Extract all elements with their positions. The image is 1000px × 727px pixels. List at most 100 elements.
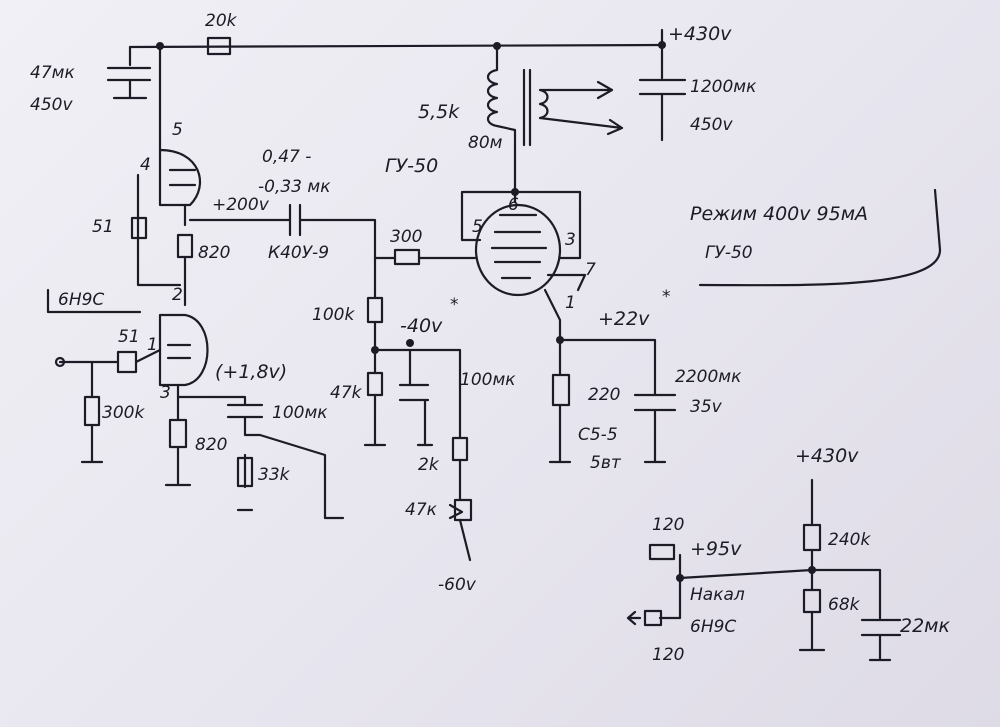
label-heater2: 6Н9С: [690, 617, 736, 637]
resistor-20k: [206, 36, 232, 56]
label-v95: +95v: [690, 538, 742, 560]
pot-wiper: [448, 503, 464, 520]
capacitor-100uf-bias: [398, 348, 434, 447]
label-cap-100mk-a: 100мк: [460, 370, 516, 390]
tube2-cathode-wire: [543, 288, 562, 377]
heater-output: [626, 576, 682, 626]
label-cap-type2: С5-5: [578, 425, 618, 445]
tube2-electrodes: [490, 213, 548, 280]
coupling-capacitor: [188, 203, 377, 260]
label-trans-r: 5,5k: [418, 101, 460, 123]
label-r220: 220: [588, 385, 620, 405]
label-tube2-pin6: 6: [508, 195, 519, 215]
junction-dot: [556, 336, 564, 344]
wire: [458, 458, 472, 562]
label-v-neg40: -40v: [400, 315, 443, 337]
label-heater: Накал: [690, 585, 745, 605]
label-r240k: 240k: [828, 530, 871, 550]
input-terminal: [54, 356, 66, 368]
label-cap-out: 1200мк: [690, 77, 757, 97]
capacitor-1200uf: [638, 43, 687, 142]
label-r51b: 51: [118, 327, 140, 347]
capacitor-47uf: [106, 45, 152, 100]
label-cap-coupling: 0,47 -: [262, 147, 311, 167]
resistor-820-top: [176, 233, 194, 259]
label-mode2: ГУ-50: [705, 243, 753, 263]
resistor-240k: [802, 523, 822, 552]
label-r68k: 68k: [828, 595, 861, 615]
resistor-300k: [83, 395, 101, 427]
label-r33k: 33k: [258, 465, 291, 485]
label-cap-out-v: 450v: [690, 115, 733, 135]
tube2-gu50: [474, 203, 562, 297]
label-r47k: 47k: [330, 383, 363, 403]
tube1-lower-grid: [166, 343, 192, 360]
label-v22: +22v: [598, 308, 650, 330]
label-cap22: 22мк: [900, 615, 951, 637]
label-v200: +200v: [212, 195, 270, 215]
cathode-bypass-2200uf: [548, 338, 677, 464]
resistor-820-bot: [168, 418, 188, 449]
wire: [80, 360, 104, 464]
transformer-primary: [486, 44, 517, 194]
label-pin3: 3: [160, 383, 171, 403]
junction-dot: [808, 566, 816, 574]
label-star1: *: [450, 295, 459, 315]
label-pin4: 4: [140, 155, 151, 175]
label-cap-type: К40У-9: [268, 243, 329, 263]
mode-bracket: [698, 188, 942, 287]
heater-divider-cap: [678, 553, 902, 662]
label-trans-l: 80м: [468, 133, 503, 153]
label-r51: 51: [92, 217, 114, 237]
label-r300k: 300k: [102, 403, 145, 423]
tube2-pin7: [546, 273, 587, 292]
label-supply: +430v: [668, 23, 732, 45]
input-grid-resistor-51: [58, 348, 162, 374]
tube1-bracket: [46, 288, 142, 314]
label-r2k: 2k: [418, 455, 440, 475]
label-r300: 300: [390, 227, 422, 247]
label-cap-2200: 2200мк: [675, 367, 742, 387]
resistor-2k: [451, 436, 469, 462]
label-cap-coupling2: -0,33 мк: [258, 177, 331, 197]
tube1-upper-grid: [168, 168, 197, 187]
resistor-120-bot: [643, 609, 663, 627]
resistor-220: [551, 373, 571, 407]
label-820-bot: 820: [195, 435, 227, 455]
label-tube2-name: ГУ-50: [385, 155, 438, 177]
junction-dot: [406, 339, 414, 347]
label-r120-top: 120: [652, 515, 684, 535]
wire: [236, 453, 254, 512]
label-r5w: 5вт: [590, 453, 622, 473]
resistor-68k: [802, 588, 822, 614]
divider-wires: [798, 478, 826, 652]
label-mode: Режим 400v 95мА: [690, 203, 868, 225]
label-cap-in-val: 47мк: [30, 63, 75, 83]
label-cap-2200-v: 35v: [690, 397, 723, 417]
tube2-screen-leads: [460, 190, 582, 260]
top-rail-wire: [128, 43, 662, 49]
resistor-33k: [236, 456, 254, 488]
resistor-47k: [366, 371, 384, 397]
label-r100k: 100k: [312, 305, 355, 325]
tube1-lower: [158, 313, 209, 387]
transformer-secondary: [538, 80, 624, 136]
label-v1-8: (+1,8v): [215, 361, 287, 383]
label-r120-bot: 120: [652, 645, 684, 665]
label-tube2-pin1: 1: [565, 293, 576, 313]
bypass-cap-100uf: [176, 395, 345, 520]
resistor-300: [393, 248, 421, 266]
label-pin2: 2: [172, 285, 183, 305]
label-pin1: 1: [147, 335, 158, 355]
tube1-upper: [158, 148, 202, 207]
label-tube2-pin3: 3: [565, 230, 576, 250]
label-tube1-name: 6Н9С: [58, 290, 104, 310]
resistor-100k: [366, 296, 384, 324]
label-cap-in-volt: 450v: [30, 95, 73, 115]
label-pot47k: 47к: [405, 500, 438, 520]
label-20k: 20k: [205, 11, 238, 31]
label-tube2-pin7: 7: [585, 260, 596, 280]
label-pin5: 5: [172, 120, 183, 140]
